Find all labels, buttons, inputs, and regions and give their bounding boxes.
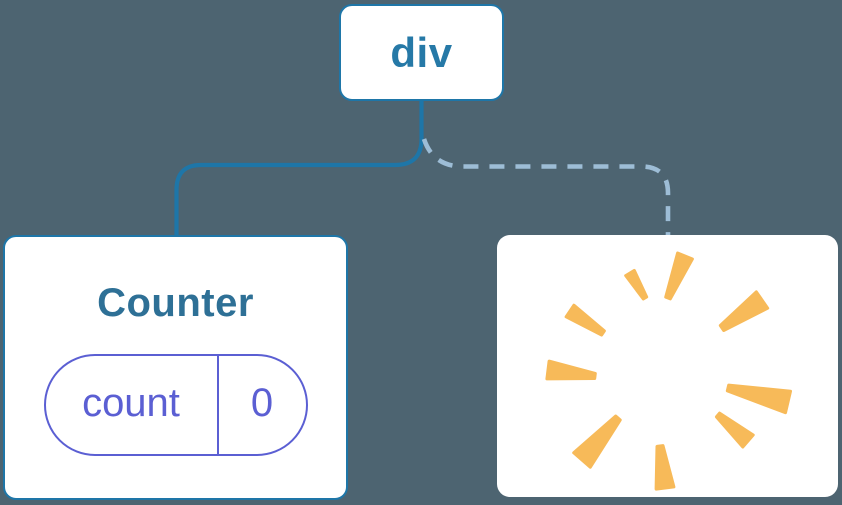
poof-icon <box>545 251 792 491</box>
removed-component-card <box>497 235 838 497</box>
kept-edge-line <box>174 97 424 238</box>
root-node-label: div <box>390 28 453 76</box>
removed-edge-dashed-line <box>421 138 671 235</box>
counter-component-card: Counter count 0 <box>3 235 348 500</box>
state-name-label: count <box>82 381 180 425</box>
state-pill: count 0 <box>43 354 308 456</box>
root-node-div: div <box>339 4 504 101</box>
state-name-cell: count <box>46 356 217 454</box>
state-value-label: 0 <box>250 381 274 425</box>
state-value-cell: 0 <box>216 356 306 454</box>
counter-title: Counter <box>97 281 254 325</box>
